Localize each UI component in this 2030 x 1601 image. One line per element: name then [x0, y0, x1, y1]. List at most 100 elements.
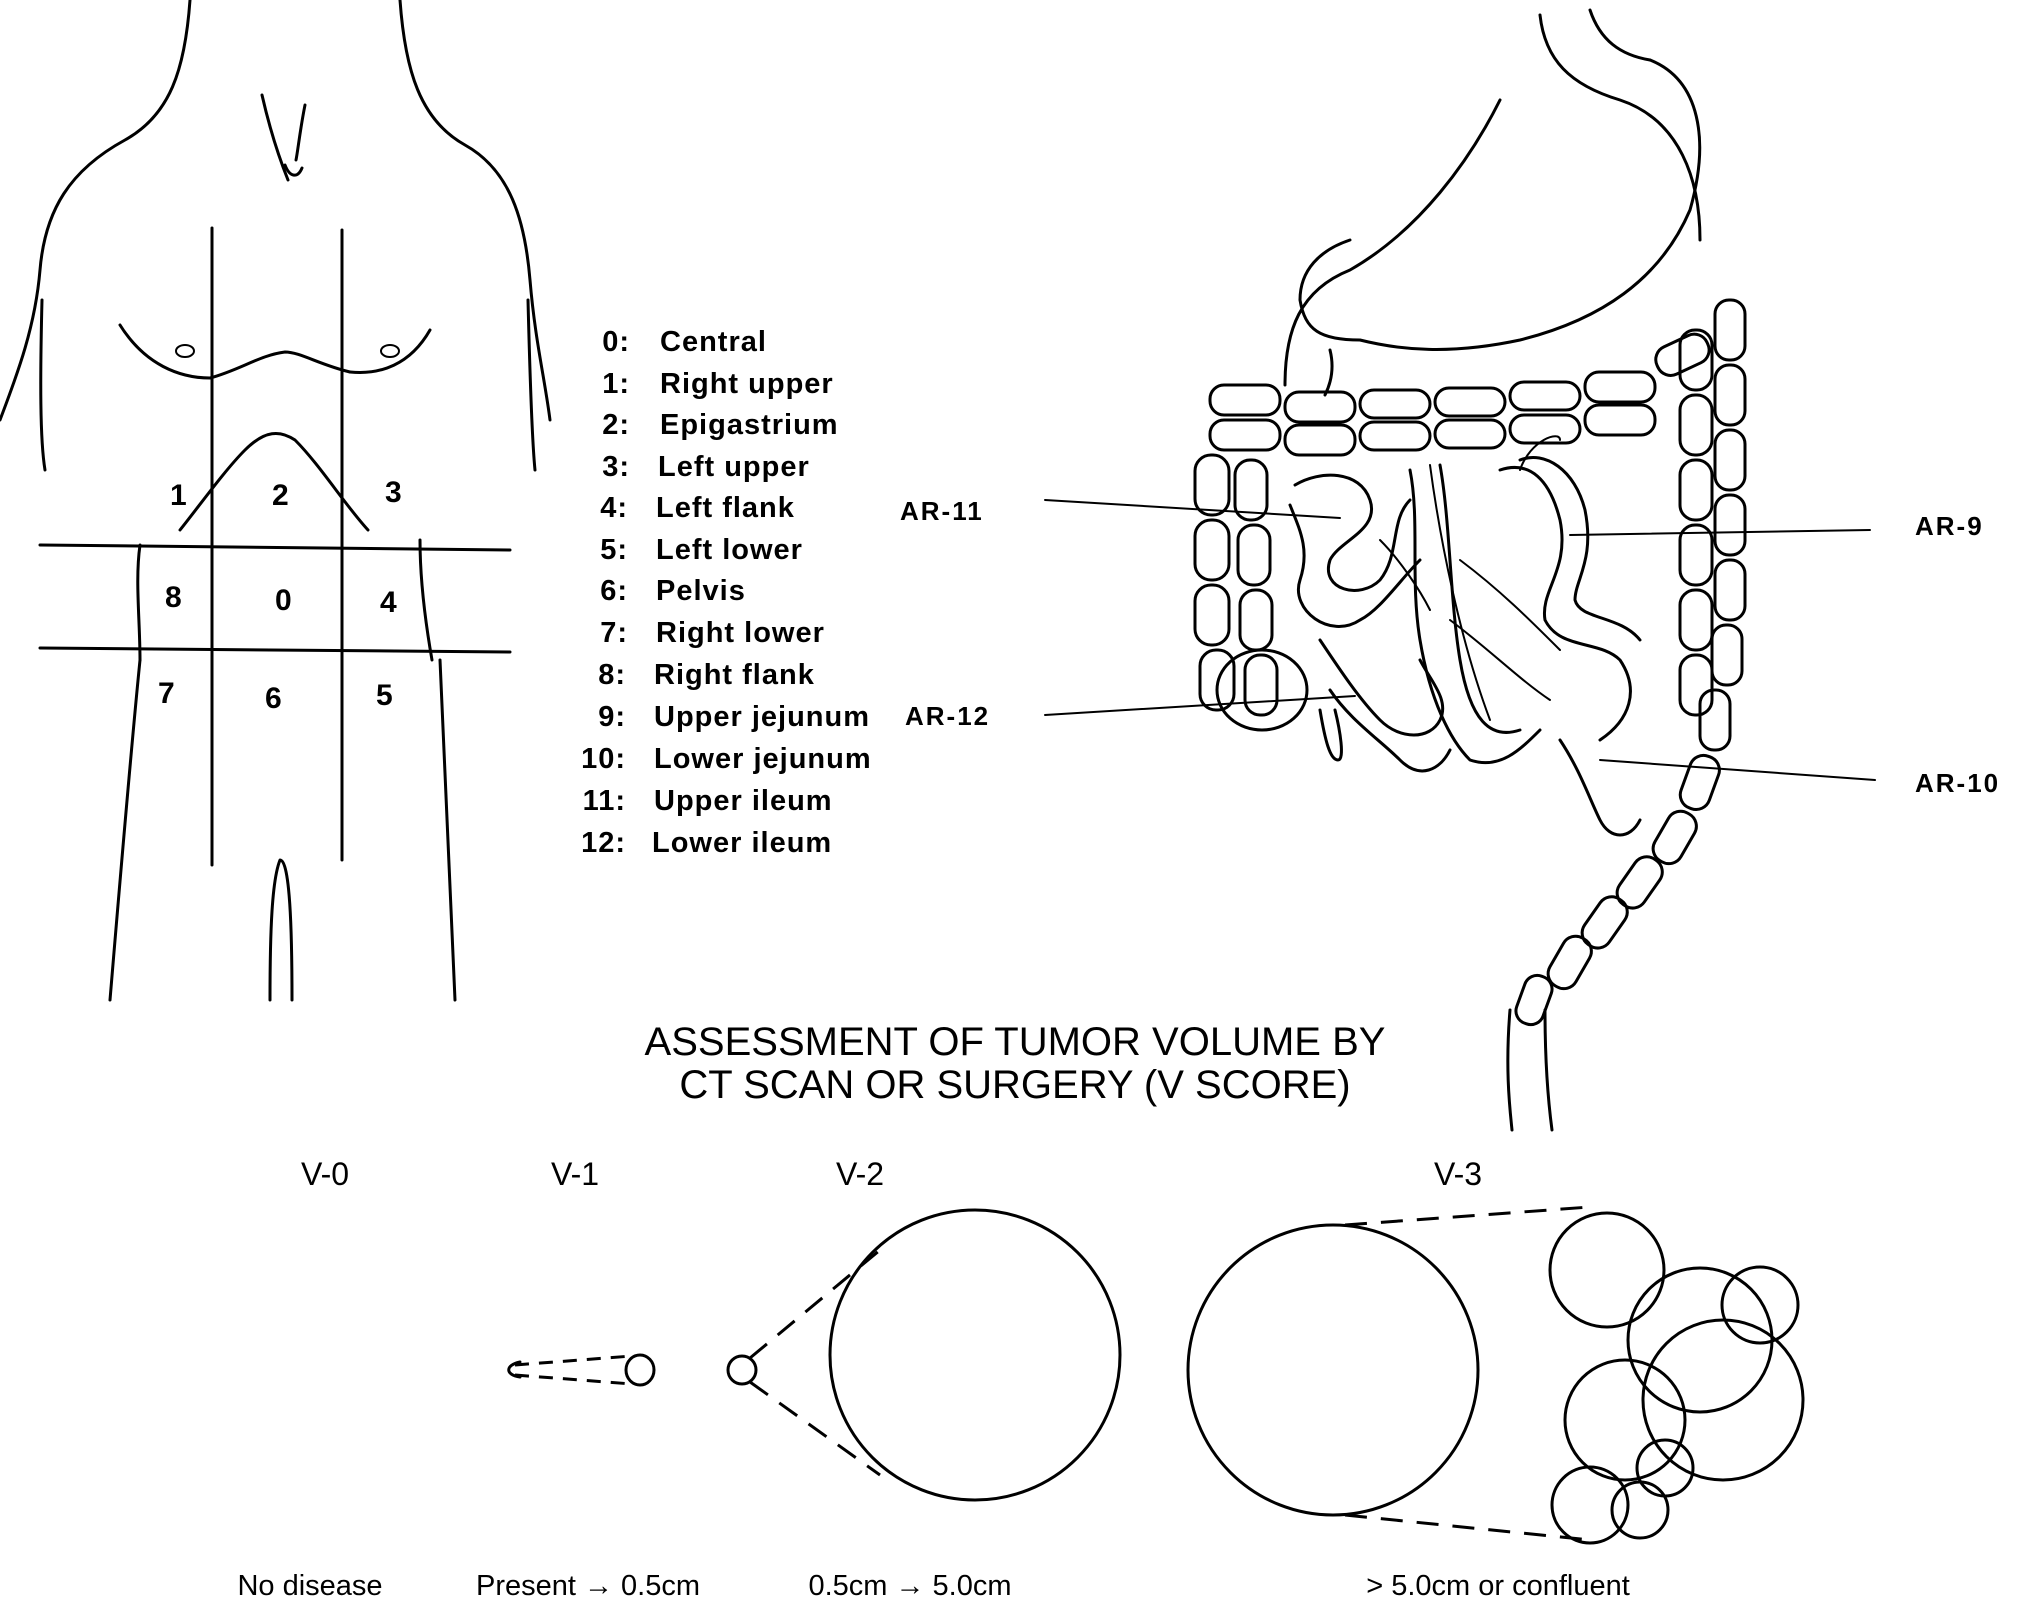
legend-name: Lower ileum: [652, 827, 832, 859]
legend-name: Right upper: [660, 368, 834, 400]
v2-small-circle: [726, 1354, 758, 1386]
colon-segment: [1198, 648, 1236, 712]
colon-segment: [1713, 428, 1747, 492]
v1-dashed-upper: [514, 1354, 633, 1367]
mesentery-line: [1459, 559, 1561, 651]
legend-name: Central: [660, 326, 767, 358]
appendix: [1318, 708, 1343, 762]
label-ar11: AR-11: [900, 496, 984, 526]
hip-right: [438, 658, 457, 1002]
legend-num: 1:: [602, 368, 630, 400]
colon-segment: [1713, 363, 1747, 427]
v3-cluster-circle: [1548, 1211, 1666, 1329]
colon-segment: [1508, 413, 1582, 445]
v1-small-circle: [624, 1353, 656, 1387]
legend-name: Upper ileum: [654, 785, 833, 817]
legend-name: Upper jejunum: [654, 701, 870, 733]
colon-segment: [1283, 390, 1357, 424]
leader-line-ar10: [1599, 759, 1876, 781]
grid-horizontal-lower: [38, 646, 512, 654]
small-bowel-loop: [1328, 688, 1452, 773]
legend-name: Lower jejunum: [654, 743, 872, 775]
region-number: 7: [158, 677, 175, 710]
v2-dashed-upper: [749, 1248, 881, 1360]
colon-segment: [1583, 370, 1657, 404]
v1-tumor-illustration: [507, 1353, 656, 1387]
v3-cluster-circle: [1626, 1266, 1774, 1414]
v3-cluster-circle: [1641, 1318, 1805, 1482]
colon-segment: [1678, 328, 1714, 392]
torso-figure: [0, 0, 552, 1002]
region-grid: [38, 226, 512, 867]
legend-num: 4:: [600, 492, 628, 524]
colon-segment: [1238, 588, 1274, 652]
colon-segment: [1433, 386, 1507, 418]
rectum: [1506, 1008, 1554, 1132]
v3-cluster-circle: [1720, 1265, 1800, 1345]
descending-colon: [1678, 298, 1747, 752]
mesentery-line: [1519, 435, 1561, 471]
waist-right: [418, 538, 434, 662]
small-bowel-loop: [1498, 465, 1632, 742]
region-number: 6: [265, 682, 282, 715]
torso-outline-right: [398, 0, 552, 422]
v3-cluster-circle: [1635, 1438, 1695, 1498]
colon-segment: [1243, 653, 1279, 717]
legend-num: 12:: [581, 827, 626, 859]
transverse-colon: [1208, 332, 1711, 457]
small-bowel-loop: [1318, 638, 1445, 737]
nipple-right: [380, 344, 400, 358]
colon-segment: [1546, 934, 1593, 991]
v2-large-circle: [828, 1208, 1122, 1502]
colon-segment: [1583, 403, 1657, 437]
v-score-description: No disease: [237, 1570, 382, 1601]
ascending-colon: [1193, 453, 1309, 732]
colon-segment: [1433, 418, 1507, 450]
colon-segment: [1236, 523, 1272, 587]
neck-left: [260, 93, 290, 182]
colon-segment: [1193, 583, 1231, 647]
v-score-label: V-3: [1434, 1156, 1482, 1192]
small-bowel-loop: [1438, 463, 1522, 734]
small-bowel-loop: [1408, 468, 1542, 765]
legend-name: Right flank: [654, 659, 815, 691]
colon-segment: [1208, 383, 1282, 417]
label-ar10: AR-10: [1915, 768, 2000, 798]
colon-segment: [1208, 418, 1282, 452]
legend-name: Pelvis: [656, 575, 746, 607]
nipple-left: [175, 344, 195, 358]
v-score-description: 0.5cm → 5.0cm: [808, 1570, 1011, 1601]
mesentery-line: [1449, 619, 1551, 701]
v-score-label: V-0: [301, 1156, 349, 1192]
v3-dashed-lower: [1344, 1513, 1591, 1542]
colon-segment: [1358, 388, 1432, 420]
colon-segment: [1508, 380, 1582, 412]
colon-segment: [1678, 653, 1714, 717]
v3-cluster-circle: [1563, 1358, 1687, 1482]
leader-line-ar12: [1044, 695, 1356, 716]
label-ar9: AR-9: [1915, 511, 1984, 541]
colon-segment: [1193, 518, 1231, 582]
torso-outline-left: [0, 0, 192, 422]
colon-segment: [1580, 895, 1629, 950]
colon-segment: [1193, 453, 1231, 517]
small-bowel-loop: [1288, 503, 1422, 628]
v3-tumor-illustration: [1186, 1205, 1805, 1545]
esophagus-right: [1588, 8, 1652, 62]
stomach-outer: [1298, 58, 1702, 351]
legend-num: 6:: [600, 575, 628, 607]
waist-left: [136, 543, 142, 662]
region-number: 5: [376, 679, 393, 712]
colon-segment: [1651, 809, 1698, 866]
legend-name: Left flank: [656, 492, 795, 524]
colon-segment: [1713, 558, 1747, 622]
legend-num: 3:: [602, 451, 630, 483]
v-score-label: V-1: [551, 1156, 599, 1192]
colon-segment: [1678, 393, 1714, 457]
label-ar12: AR-12: [905, 701, 990, 731]
small-bowel-loop: [1293, 473, 1412, 592]
v-score-label: V-2: [836, 1156, 884, 1192]
colon-segment: [1654, 332, 1711, 377]
